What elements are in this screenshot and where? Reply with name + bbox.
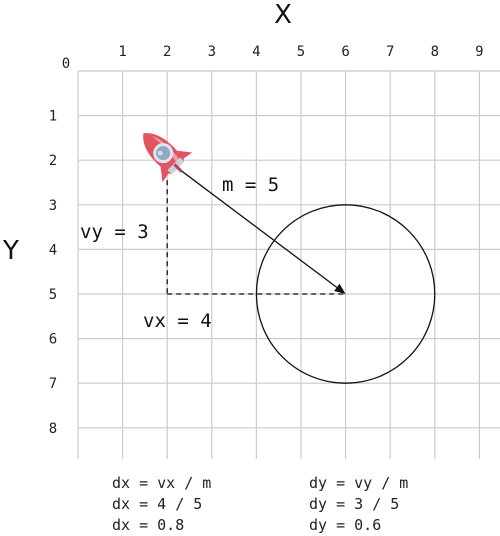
formula-dx-2: dx = 4 / 5 <box>112 495 202 513</box>
formulas-left: dx = vx / m dx = 4 / 5 dx = 0.8 <box>112 474 211 534</box>
vx-label: vx = 4 <box>143 310 212 332</box>
formula-dx-3: dx = 0.8 <box>112 516 184 534</box>
y-tick-label: 2 <box>49 153 57 169</box>
y-tick-label: 5 <box>49 287 57 303</box>
x-tick-label: 6 <box>341 44 349 60</box>
target-circle <box>255 204 436 384</box>
y-tick-label: 1 <box>49 109 57 125</box>
formula-dy-2: dy = 3 / 5 <box>309 495 399 513</box>
magnitude-label: m = 5 <box>222 174 279 196</box>
y-tick-labels: 1 2 3 4 5 6 7 8 <box>49 109 57 437</box>
arrow-head <box>334 283 346 294</box>
grid <box>77 70 500 460</box>
y-tick-label: 8 <box>49 421 57 437</box>
x-tick-label: 4 <box>252 44 260 60</box>
x-tick-label: 7 <box>386 44 394 60</box>
y-tick-label: 4 <box>49 242 57 258</box>
formula-dy-3: dy = 0.6 <box>309 516 381 534</box>
y-tick-label: 3 <box>49 198 57 214</box>
formula-dx-1: dx = vx / m <box>112 474 211 492</box>
origin-label: 0 <box>62 56 70 72</box>
vector-arrow <box>166 159 338 288</box>
x-tick-label: 2 <box>163 44 171 60</box>
y-tick-label: 6 <box>49 332 57 348</box>
formulas-right: dy = vy / m dy = 3 / 5 dy = 0.6 <box>309 474 408 534</box>
x-tick-labels: 1 2 3 4 5 6 7 8 9 <box>118 44 483 60</box>
x-tick-label: 9 <box>475 44 483 60</box>
formula-dy-1: dy = vy / m <box>309 474 408 492</box>
rocket-icon <box>143 133 193 183</box>
x-axis-title: X <box>274 0 292 30</box>
y-tick-label: 7 <box>49 376 57 392</box>
x-tick-label: 5 <box>297 44 305 60</box>
x-tick-label: 3 <box>208 44 216 60</box>
y-axis-title: Y <box>2 236 19 266</box>
vy-label: vy = 3 <box>80 221 149 243</box>
x-tick-label: 1 <box>118 44 126 60</box>
x-tick-label: 8 <box>431 44 439 60</box>
